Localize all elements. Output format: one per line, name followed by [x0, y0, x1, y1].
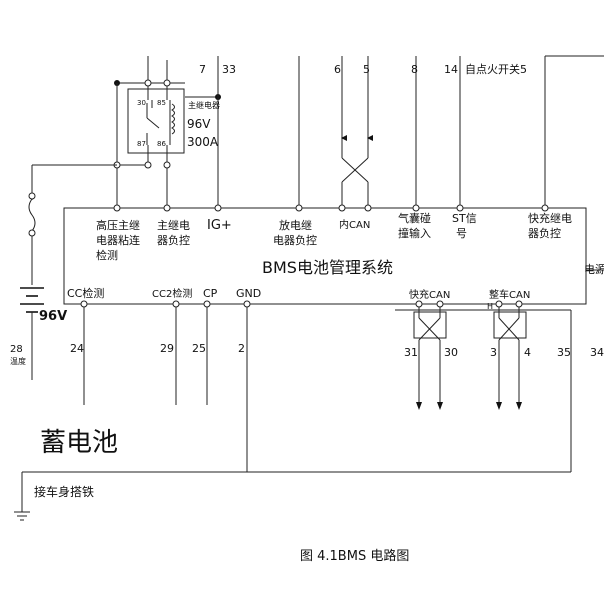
discharge-relay-label-1: 放电继 [279, 218, 312, 232]
inner-can-twist-icon [341, 150, 369, 206]
fast-charge-relay-label-2: 器负控 [528, 226, 561, 240]
cp-label: CP [203, 287, 218, 300]
top-pin-33: 33 [222, 63, 236, 76]
relay-coil-icon [169, 100, 175, 145]
bottom-pin-2: 2 [238, 342, 245, 355]
main-relay-label-2: 器负控 [157, 233, 190, 247]
relay-name: 主继电器 [188, 100, 220, 110]
top-pin-14: 14 [444, 63, 458, 76]
bms-box [63, 207, 587, 305]
gnd-label: GND [236, 287, 261, 300]
relay-pin-86: 86 [157, 140, 166, 148]
relay-voltage: 96V [187, 117, 211, 131]
discharge-relay-label-2: 电器负控 [273, 233, 317, 247]
bottom-pin-30: 30 [444, 346, 458, 359]
vehicle-can-label: 整车CAN [489, 288, 530, 301]
bottom-pin-3: 3 [490, 346, 497, 359]
battery-voltage: 96V [39, 309, 67, 324]
relay-pin-30: 30 [137, 99, 146, 107]
hv-detect-label-1: 高压主继 [96, 218, 140, 232]
relay-pin-85: 85 [157, 99, 166, 107]
top-pin-5: 5 [363, 63, 370, 76]
st-signal-label-2: 号 [456, 227, 467, 240]
inner-can-label: 内CAN [339, 218, 370, 231]
temperature-label: 温度 [10, 356, 26, 366]
relay-pin-87: 87 [137, 140, 146, 148]
fuse-icon [28, 198, 36, 232]
ground-icon [14, 511, 30, 521]
top-pin-6: 6 [334, 63, 341, 76]
top-pin-7: 7 [199, 63, 206, 76]
ig-plus-label: IG+ [207, 218, 232, 233]
vehicle-can-twist-icon [493, 307, 527, 410]
bottom-pin-24: 24 [70, 342, 84, 355]
top-pin-8: 8 [411, 63, 418, 76]
battery-label: 蓄电池 [40, 428, 118, 458]
bottom-pin-31: 31 [404, 346, 418, 359]
bottom-pin-4: 4 [524, 346, 531, 359]
hv-detect-label-2: 电器粘连 [96, 233, 140, 247]
airbag-label-1: 气囊碰 [398, 211, 431, 225]
fast-charge-can-label: 快充CAN [409, 288, 450, 301]
bottom-pin-34: 34 [590, 346, 604, 359]
relay-contact-icon [146, 100, 160, 145]
figure-caption: 图 4.1BMS 电路图 [300, 548, 409, 564]
relay-current: 300A [187, 135, 219, 149]
cc2-detect-label: CC2检测 [152, 287, 192, 300]
st-signal-label-1: ST信 [452, 212, 477, 225]
main-relay-label-1: 主继电 [157, 219, 190, 232]
cc-detect-label: CC检测 [67, 286, 104, 300]
bms-title: BMS电池管理系统 [262, 258, 393, 277]
pin-28: 28 [10, 344, 23, 355]
hv-detect-label-3: 检测 [96, 248, 118, 262]
fast-charge-relay-label-1: 快充继电 [528, 211, 572, 225]
relay-box [127, 88, 185, 154]
ignition-switch-label: 自点火开关5 [465, 62, 527, 76]
power-label: 电源 [584, 262, 604, 276]
fast-charge-can-twist-icon [413, 307, 447, 410]
chassis-ground-label: 接车身搭铁 [34, 484, 94, 499]
can-high-label: H [487, 302, 493, 311]
bottom-pin-25: 25 [192, 342, 206, 355]
airbag-label-2: 撞输入 [398, 226, 431, 240]
bottom-pin-29: 29 [160, 342, 174, 355]
bottom-pin-35: 35 [557, 346, 571, 359]
